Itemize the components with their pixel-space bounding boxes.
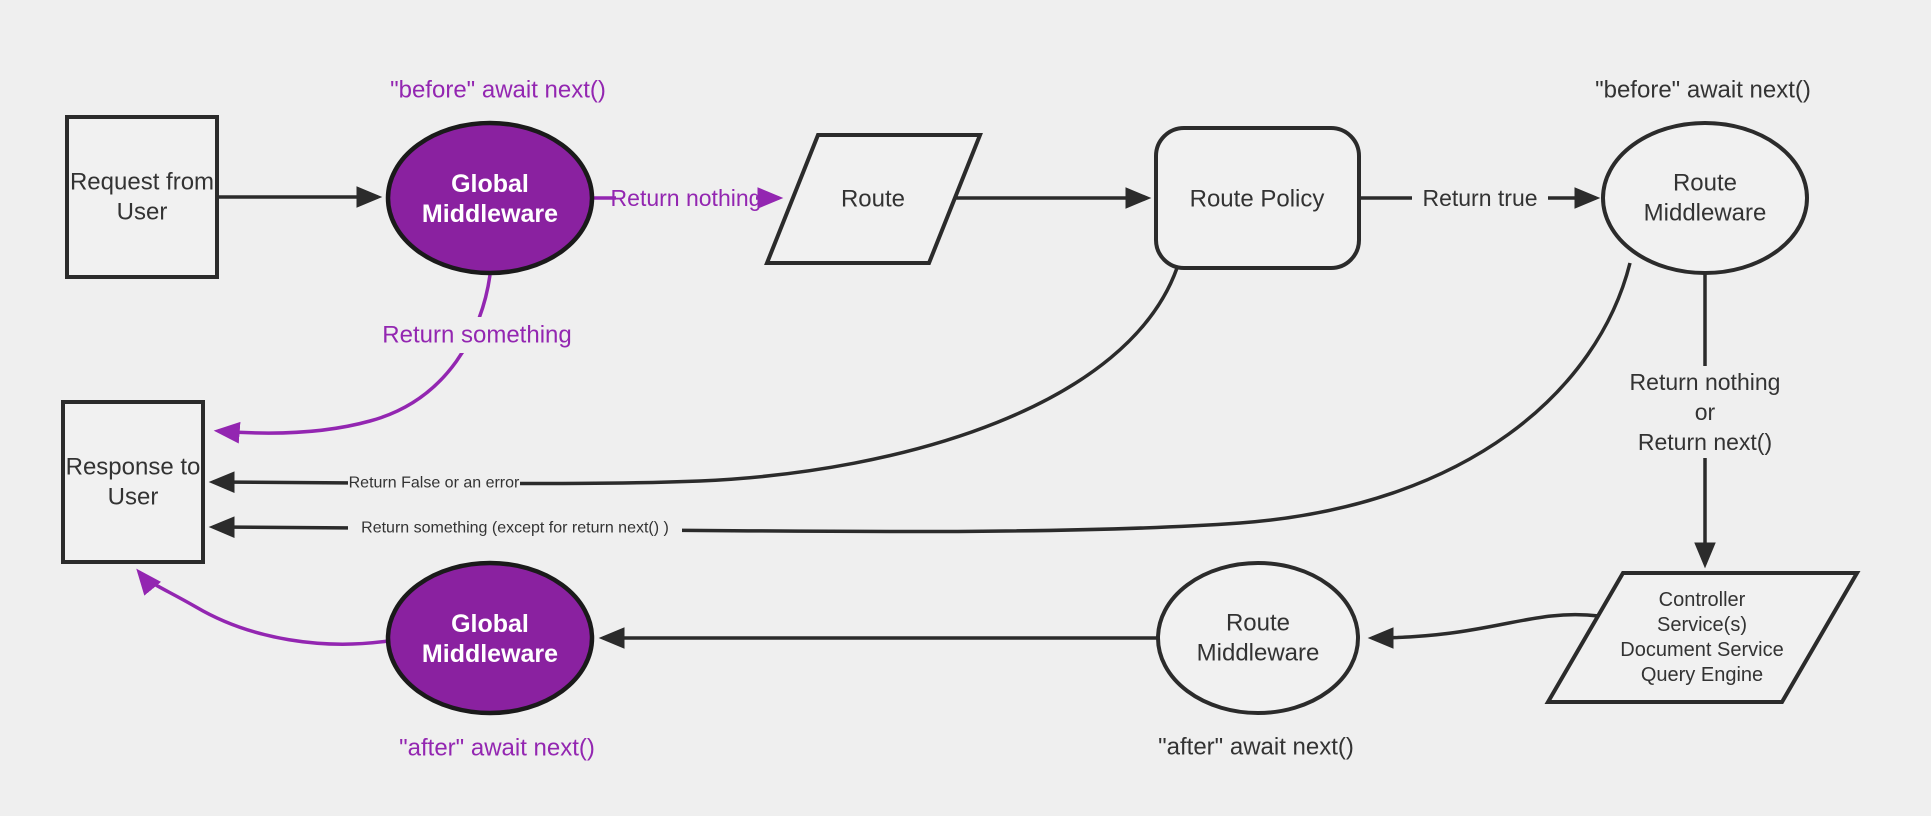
return-true-label: Return true — [1422, 185, 1537, 211]
route-middleware-bottom-node — [1156, 561, 1360, 715]
global-middleware-top-node — [385, 120, 595, 276]
return-something-label-bg — [381, 317, 573, 353]
return-nothing-or-next-label-line2: or — [1695, 399, 1716, 425]
return-false-label-bg — [348, 468, 520, 498]
global-middleware-bottom-label-line2: Middleware — [422, 640, 558, 668]
controller-node-label-line4: Query Engine — [1641, 664, 1763, 686]
global-middleware-bottom-node — [385, 560, 595, 716]
route-middleware-top-label-line1: Route — [1673, 170, 1737, 197]
return-something-except-label-bg — [348, 513, 682, 543]
route-middleware-top-label-line2: Middleware — [1644, 200, 1767, 227]
request-node-label-line1: Request from — [70, 169, 214, 196]
controller-node-label-line3: Document Service — [1620, 639, 1783, 661]
request-from-user-node — [65, 115, 219, 279]
route-policy-node-label: Route Policy — [1190, 186, 1325, 213]
controller-services-node — [1544, 571, 1861, 704]
after-await-next-black-label: "after" await next() — [1158, 734, 1354, 761]
edge-global-middleware-top-to-response — [213, 274, 492, 444]
controller-node-label-line2: Service(s) — [1657, 614, 1747, 636]
response-to-user-node — [61, 400, 205, 564]
before-await-next-top-label: "before" await next() — [390, 77, 606, 104]
controller-node-label-line1: Controller — [1659, 589, 1746, 611]
return-nothing-label: Return nothing — [611, 185, 762, 211]
edge-route-policy-to-response-return-false — [208, 267, 1179, 493]
return-nothing-or-next-label-line1: Return nothing — [1630, 369, 1781, 395]
route-middleware-bottom-label-line1: Route — [1226, 610, 1290, 637]
return-nothing-or-next-label-bg — [1622, 366, 1788, 458]
route-middleware-bottom-label-line2: Middleware — [1197, 640, 1320, 667]
return-something-except-label: Return something (except for return next… — [361, 520, 669, 537]
request-node-label-line2: User — [117, 199, 168, 226]
response-node-label-line2: User — [108, 484, 159, 511]
route-node-label: Route — [841, 186, 905, 213]
route-policy-node — [1154, 126, 1361, 270]
return-nothing-label-bg — [616, 182, 756, 214]
route-middleware-top-node — [1601, 121, 1809, 275]
route-node — [764, 133, 983, 265]
global-middleware-bottom-label-line1: Global — [451, 610, 529, 638]
after-await-next-purple-label: "after" await next() — [399, 735, 595, 762]
return-something-label: Return something — [382, 322, 571, 349]
return-true-label-bg — [1412, 182, 1548, 214]
edge-global-middleware-bottom-to-response — [136, 568, 389, 646]
edge-controller-to-route-middleware-bottom — [1367, 612, 1600, 649]
before-await-next-right-label: "before" await next() — [1595, 77, 1811, 104]
global-middleware-top-label-line1: Global — [451, 170, 529, 198]
return-false-or-error-label: Return False or an error — [349, 475, 520, 492]
return-nothing-or-next-label-line3: Return next() — [1638, 429, 1772, 455]
response-node-label-line1: Response to — [66, 454, 201, 481]
global-middleware-top-label-line2: Middleware — [422, 200, 558, 228]
